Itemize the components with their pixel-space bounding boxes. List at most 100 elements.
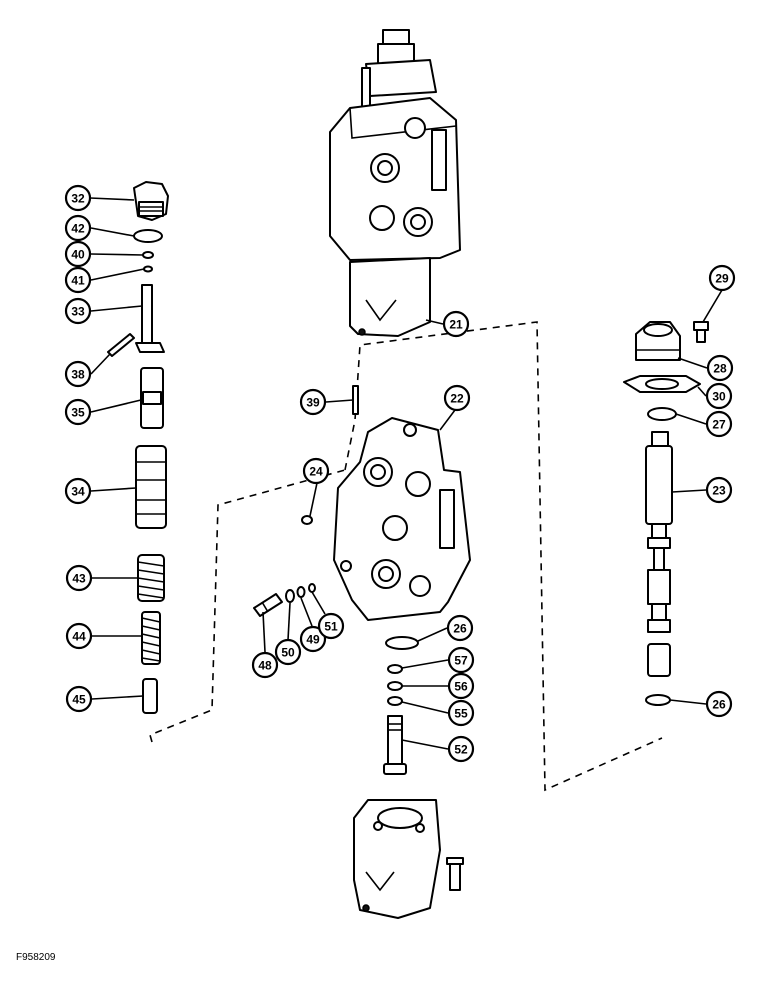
callout-21: 21 [442,310,470,338]
callout-number: 32 [71,192,85,206]
part-32-plug [133,181,169,221]
part-50-ring [285,589,295,603]
callout-circle [64,398,92,426]
callout-circle [705,382,733,410]
callout-42: 42 [64,214,92,242]
callout-circle [705,476,733,504]
callout-number: 44 [72,630,86,644]
callout-number: 42 [71,222,85,236]
callout-28: 28 [706,354,734,382]
callout-27: 27 [705,410,733,438]
callout-number: 24 [309,465,323,479]
callout-51: 51 [317,612,345,640]
part-24-plug [301,515,313,525]
callout-number: 48 [258,659,272,673]
part-27-ring [647,407,677,421]
callout-number: 38 [71,368,85,382]
part-30-flange [623,375,701,393]
callout-circle [447,672,475,700]
callout-labels: 32 42 40 41 33 38 35 34 43 44 45 21 39 22 24 48 50 49 51 26… [64,184,736,763]
callout-number: 41 [71,274,85,288]
part-39-pin [352,385,359,415]
callout-56: 56 [447,672,475,700]
part-26-ring-lower-center [385,636,419,650]
callout-39: 39 [299,388,327,416]
callout-48: 48 [251,651,279,679]
callout-circle [317,612,345,640]
callout-circle [251,651,279,679]
callout-26: 26 [446,614,474,642]
callout-circle [65,564,93,592]
callout-circle [705,410,733,438]
callout-number: 40 [71,248,85,262]
callout-49: 49 [299,625,327,653]
callout-43: 43 [65,564,93,592]
callout-34: 34 [64,477,92,505]
callout-circle [443,384,471,412]
callout-number: 55 [454,707,468,721]
bottom-bolt [446,857,464,891]
callout-number: 28 [713,362,727,376]
part-29-bolt [693,321,709,343]
callout-33: 33 [64,297,92,325]
callout-circle [64,214,92,242]
part-52-stem [383,715,407,775]
callout-number: 34 [71,485,85,499]
part-45-pin [142,678,158,714]
callout-number: 39 [306,396,320,410]
part-43-spring [137,554,165,602]
bottom-end-cover [353,799,441,919]
callout-number: 49 [306,633,320,647]
part-21-valve-section [329,29,461,337]
callout-circle [64,266,92,294]
callout-40: 40 [64,240,92,268]
callout-circle [705,690,733,718]
callout-number: 30 [712,390,726,404]
part-48-fitting [253,593,283,617]
callout-29: 29 [708,264,736,292]
callout-circle [64,297,92,325]
callout-55: 55 [447,699,475,727]
part-44-spring [141,611,161,665]
callout-number: 29 [715,272,729,286]
callout-circle [447,735,475,763]
callout-44: 44 [65,622,93,650]
callout-circle [64,360,92,388]
part-41-ring [143,265,153,273]
callout-38: 38 [64,360,92,388]
callout-circle [447,646,475,674]
callout-number: 45 [72,693,86,707]
part-49-ring [296,586,306,598]
callout-30: 30 [705,382,733,410]
callout-number: 35 [71,406,85,420]
figure-id: F958209 [16,952,56,963]
callout-circle [299,625,327,653]
part-55-ring [387,696,403,706]
callout-52: 52 [447,735,475,763]
callout-circle [302,457,330,485]
callout-number: 26 [712,698,726,712]
callout-circle [64,184,92,212]
callout-number: 51 [324,620,338,634]
callout-41: 41 [64,266,92,294]
callout-23: 23 [705,476,733,504]
callout-number: 50 [281,646,295,660]
assembly-dashed-lines [149,321,663,792]
callout-circle [65,622,93,650]
part-56-ring [387,681,403,691]
callout-22: 22 [443,384,471,412]
callout-circle [446,614,474,642]
callout-number: 26 [453,622,467,636]
callout-number: 56 [454,680,468,694]
callout-circle [706,354,734,382]
part-23-spool [645,431,673,677]
callout-50: 50 [274,638,302,666]
callout-circle [64,477,92,505]
callout-number: 52 [454,743,468,757]
callout-32: 32 [64,184,92,212]
callout-24: 24 [302,457,330,485]
callout-number: 21 [449,318,463,332]
part-40-ring [142,251,154,259]
part-35-sleeve [140,367,164,429]
part-26-ring-right [645,694,671,706]
